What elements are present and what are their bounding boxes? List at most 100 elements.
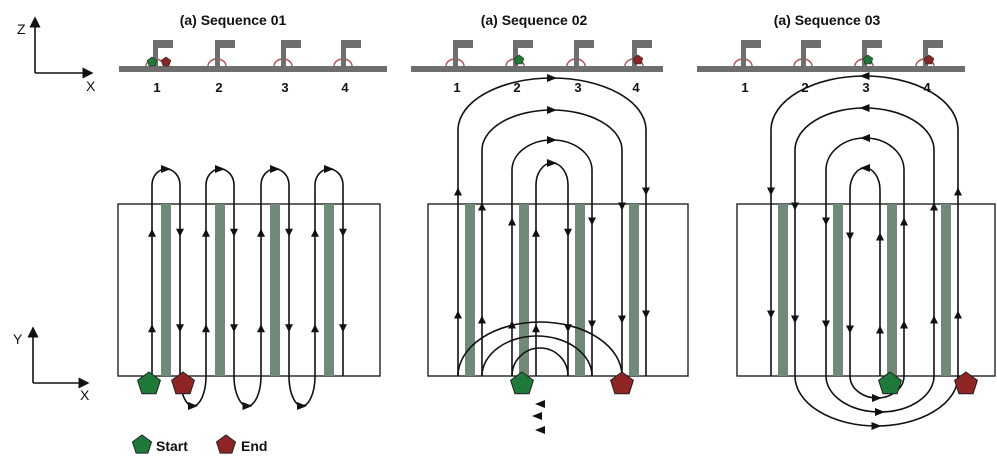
start-marker-icon bbox=[131, 434, 153, 454]
wall-3: 3 bbox=[273, 40, 301, 95]
direction-arrow bbox=[532, 228, 540, 237]
wall-stripe-3 bbox=[575, 204, 585, 376]
direction-arrow bbox=[930, 315, 938, 324]
direction-arrow bbox=[875, 408, 885, 416]
torch-path-loop bbox=[481, 109, 623, 151]
torch-path-loop bbox=[535, 162, 569, 186]
direction-arrow bbox=[297, 402, 307, 410]
substrate-plate bbox=[697, 66, 965, 72]
torch-path-loop bbox=[457, 77, 647, 131]
torch-path-loop bbox=[233, 375, 262, 407]
wall-stripe-1 bbox=[465, 204, 475, 376]
direction-arrow bbox=[876, 325, 884, 334]
direction-arrow bbox=[767, 187, 775, 196]
direction-arrow bbox=[871, 422, 882, 430]
direction-arrow bbox=[215, 165, 225, 173]
direction-arrow bbox=[454, 187, 462, 196]
torch-path-loop bbox=[825, 137, 905, 171]
position-label: 3 bbox=[281, 80, 288, 95]
torch-path-loop bbox=[314, 168, 344, 186]
direction-arrow bbox=[767, 310, 775, 319]
plan-panel-3 bbox=[736, 72, 996, 430]
position-label: 2 bbox=[513, 80, 520, 95]
panel-title: (a) Sequence 03 bbox=[774, 12, 881, 28]
direction-arrow bbox=[311, 228, 319, 237]
legend: Start End bbox=[131, 434, 267, 454]
direction-arrow bbox=[876, 232, 884, 241]
wall-stripe-2 bbox=[519, 204, 529, 376]
direction-arrow bbox=[148, 324, 156, 333]
direction-arrow bbox=[230, 324, 238, 333]
position-label: 4 bbox=[632, 80, 640, 95]
direction-arrow bbox=[791, 202, 799, 211]
torch-path-loop bbox=[151, 168, 181, 186]
torch-path-loop bbox=[849, 167, 881, 191]
torch-path-loop bbox=[288, 375, 316, 407]
torch-path-loop bbox=[794, 107, 935, 151]
position-label: 1 bbox=[153, 80, 160, 95]
direction-arrow bbox=[161, 165, 171, 173]
direction-arrow bbox=[324, 165, 334, 173]
torch-path-loop bbox=[511, 347, 569, 377]
substrate-plate bbox=[119, 66, 387, 72]
start-marker-icon bbox=[878, 371, 902, 395]
direction-arrow bbox=[285, 324, 293, 333]
section-panel-2: (a) Sequence 02 1 2 3 4 bbox=[411, 12, 663, 95]
position-label: 4 bbox=[341, 80, 349, 95]
direction-arrow bbox=[954, 310, 962, 319]
torch-path-loop bbox=[260, 168, 290, 186]
start-marker-icon bbox=[137, 371, 161, 395]
direction-arrow bbox=[202, 228, 210, 237]
position-label: 4 bbox=[923, 80, 931, 95]
direction-arrow bbox=[618, 202, 626, 211]
direction-arrow bbox=[454, 310, 462, 319]
torch-path-loop bbox=[511, 139, 593, 171]
direction-arrow bbox=[478, 315, 486, 324]
end-marker-icon bbox=[610, 371, 634, 395]
x-axis-label-top: X bbox=[86, 78, 96, 94]
direction-arrow bbox=[900, 320, 908, 329]
direction-arrow bbox=[176, 324, 184, 333]
plan-panel-1 bbox=[117, 165, 381, 410]
wall-2: 2 bbox=[207, 40, 235, 95]
torch-path bbox=[454, 74, 650, 434]
end-marker-icon bbox=[215, 434, 237, 454]
torch-path-loop bbox=[457, 321, 623, 377]
direction-arrow bbox=[588, 320, 596, 329]
end-marker-icon bbox=[954, 371, 978, 395]
direction-arrow bbox=[859, 72, 870, 80]
direction-arrow bbox=[311, 324, 319, 333]
direction-arrow bbox=[532, 412, 542, 420]
direction-arrow bbox=[508, 217, 516, 226]
direction-arrow bbox=[535, 400, 545, 408]
wall-1: 1 bbox=[445, 40, 473, 95]
start-marker-icon bbox=[862, 54, 874, 65]
position-label: 3 bbox=[862, 80, 869, 95]
wall-1: 1 bbox=[733, 40, 761, 95]
torch-path bbox=[148, 165, 347, 410]
torch-path bbox=[767, 72, 962, 430]
wall-stripe-2 bbox=[215, 204, 225, 376]
direction-arrow bbox=[148, 228, 156, 237]
wall-stripe-4 bbox=[941, 204, 951, 376]
wall-stripe-2 bbox=[833, 204, 843, 376]
start-marker-icon bbox=[513, 54, 525, 65]
plan-panel-2 bbox=[427, 74, 689, 434]
panel-title: (a) Sequence 02 bbox=[481, 12, 588, 28]
wall-4: 4 bbox=[333, 40, 361, 95]
position-label: 2 bbox=[215, 80, 222, 95]
substrate-plate bbox=[411, 66, 663, 72]
direction-arrow bbox=[176, 228, 184, 237]
direction-arrow bbox=[642, 310, 650, 319]
direction-arrow bbox=[230, 228, 238, 237]
wall-3: 3 bbox=[566, 40, 594, 95]
start-marker-icon bbox=[510, 371, 534, 395]
end-marker-icon bbox=[160, 56, 172, 67]
direction-arrow bbox=[564, 228, 572, 237]
start-marker-icon bbox=[146, 56, 158, 67]
direction-arrow bbox=[846, 232, 854, 241]
end-marker-icon bbox=[923, 54, 935, 65]
wall-stripe-1 bbox=[778, 204, 788, 376]
